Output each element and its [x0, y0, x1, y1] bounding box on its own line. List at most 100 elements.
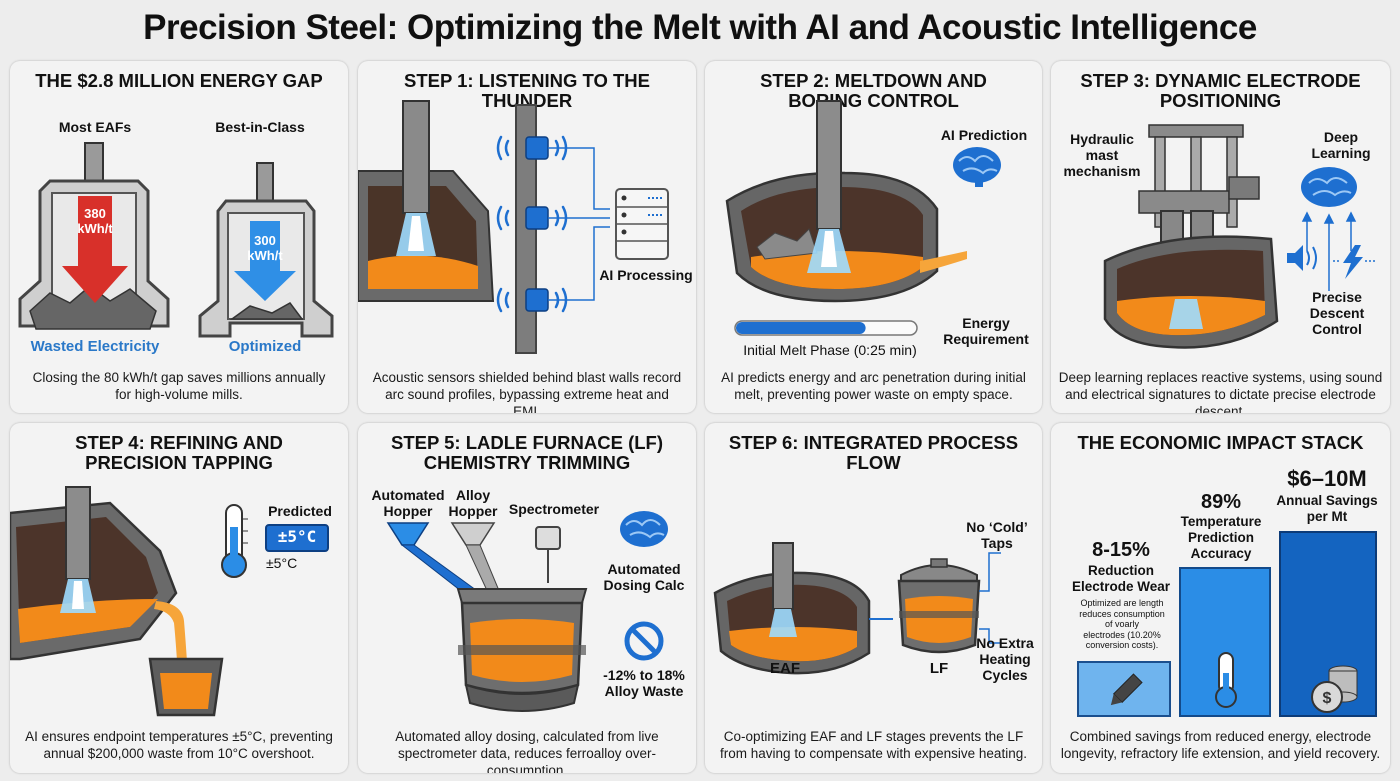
energy-line-1: Energy — [962, 315, 1010, 331]
input-arrows — [1301, 211, 1357, 291]
heading-line-2: POSITIONING — [1159, 90, 1282, 111]
predicted-label: Predicted — [268, 503, 332, 519]
tapping-illustration — [10, 486, 329, 717]
svg-text:$: $ — [1323, 690, 1332, 707]
progress-fill — [736, 322, 866, 334]
acoustic-sensing-illustration — [358, 100, 669, 354]
best-in-class-label: Best-in-Class — [215, 119, 305, 135]
wasted-electricity-label: Wasted Electricity — [30, 338, 160, 355]
red-down-arrow-icon — [62, 196, 128, 303]
panel-caption: Closing the 80 kWh/t gap saves millions … — [32, 370, 326, 402]
page-title: Precision Steel: Optimizing the Melt wit… — [143, 8, 1257, 47]
panel-heading: STEP 5: LADLE FURNACE (LF)CHEMISTRY TRIM… — [390, 432, 664, 473]
panel-caption: Combined savings from reduced energy, el… — [1060, 729, 1381, 761]
panel-caption: Co-optimizing EAF and LF stages prevents… — [720, 729, 1027, 761]
signal-connector-lines — [548, 147, 610, 301]
panel-step5: STEP 5: LADLE FURNACE (LF)CHEMISTRY TRIM… — [358, 423, 696, 773]
thermometer-icon — [221, 504, 248, 578]
bar-temp-accuracy — [1179, 567, 1271, 717]
panel-caption: Automated alloy dosing, calculated from … — [395, 729, 659, 773]
brain-icon — [953, 147, 1001, 187]
spectrometer-label: Spectrometer — [508, 501, 600, 517]
panel-caption: Deep learning replaces reactive systems,… — [1058, 370, 1383, 413]
acoustic-sensor-icon-1 — [525, 136, 549, 160]
panel-heading: THE $2.8 MILLION ENERGY GAP — [35, 70, 323, 91]
digital-display-icon — [265, 524, 329, 552]
annual-savings-value: $6–10M — [1287, 466, 1367, 491]
no-cold-taps-label: No ‘Cold’Taps — [966, 519, 1028, 551]
prohibited-icon — [624, 621, 664, 661]
panel-heading: STEP 1: LISTENING TO THE THUNDER — [403, 70, 651, 111]
display-reading: ±5°C — [277, 527, 317, 546]
bar-annual-savings: $ — [1279, 531, 1377, 717]
lf-ladle-icon — [897, 558, 981, 654]
panel-economic-impact: THE ECONOMIC IMPACT STACK 8-15% Reductio… — [1051, 423, 1390, 773]
eaf-icon — [713, 542, 871, 675]
right-value: 300 — [254, 233, 276, 248]
ai-prediction-label: AI Prediction — [940, 127, 1028, 143]
panel-caption: AI predicts energy and arc penetration d… — [721, 370, 1026, 402]
brain-icon — [1301, 167, 1357, 207]
optimized-label: Optimized — [228, 338, 302, 355]
thermometer-reading: ±5°C — [266, 555, 298, 571]
ladle-furnace-icon — [456, 588, 588, 712]
spectrometer-icon — [535, 526, 561, 583]
acoustic-sensor-icon-2 — [525, 206, 549, 230]
coins-icon: $ — [1311, 665, 1358, 713]
pencil-icon — [1110, 673, 1143, 706]
left-value: 380 — [84, 206, 106, 221]
panel-energy-gap: THE $2.8 MILLION ENERGY GAP Most EAFs Be… — [10, 61, 348, 413]
ai-processing-label: AI Processing — [599, 267, 693, 283]
right-unit: kWh/t — [247, 248, 283, 263]
alloy-waste-label: -12% to 18%Alloy Waste — [603, 667, 685, 699]
callout-lines — [979, 552, 1001, 644]
eaf-furnace-icon — [725, 100, 967, 303]
furnace-cutaway-icon — [358, 100, 495, 302]
panel-step1: STEP 1: LISTENING TO THE THUNDER — [358, 61, 696, 413]
electrode-positioning-illustration — [1103, 124, 1375, 349]
acoustic-sensor-icon-3 — [525, 288, 549, 312]
heading-line-1: STEP 3: DYNAMIC ELECTRODE — [1080, 70, 1361, 91]
brain-icon — [620, 511, 668, 547]
temp-accuracy-value: 89% — [1200, 491, 1242, 513]
panel-caption: Acoustic sensors shielded behind blast w… — [372, 370, 682, 413]
thermometer-icon — [1215, 652, 1237, 708]
meltdown-illustration — [725, 100, 1001, 336]
ladle-icon — [148, 657, 224, 717]
melt-progress-bar — [734, 320, 918, 336]
left-unit: kWh/t — [77, 221, 113, 236]
panel-caption: AI ensures endpoint temperatures ±5°C, p… — [25, 729, 333, 761]
lightning-icon — [1333, 245, 1375, 279]
eaf-label: EAF — [770, 660, 800, 677]
blue-down-arrow-icon — [234, 221, 296, 301]
server-rack-icon — [615, 188, 669, 260]
ladle-furnace-illustration — [386, 511, 668, 712]
furnace-icon — [1103, 235, 1279, 349]
tilting-furnace-icon — [10, 486, 178, 661]
alloy-hopper-icon — [450, 522, 501, 598]
panel-heading: STEP 6: INTEGRATED PROCESS FLOW — [728, 432, 1019, 473]
wasteful-furnace-icon — [18, 142, 170, 330]
process-flow-illustration — [713, 542, 1001, 675]
most-eafs-label: Most EAFs — [58, 119, 132, 135]
heading-line-1: STEP 2: MELTDOWN AND — [760, 70, 987, 91]
electrode-wear-value: 8-15% — [1092, 539, 1150, 561]
energy-line-2: Requirement — [943, 331, 1029, 347]
